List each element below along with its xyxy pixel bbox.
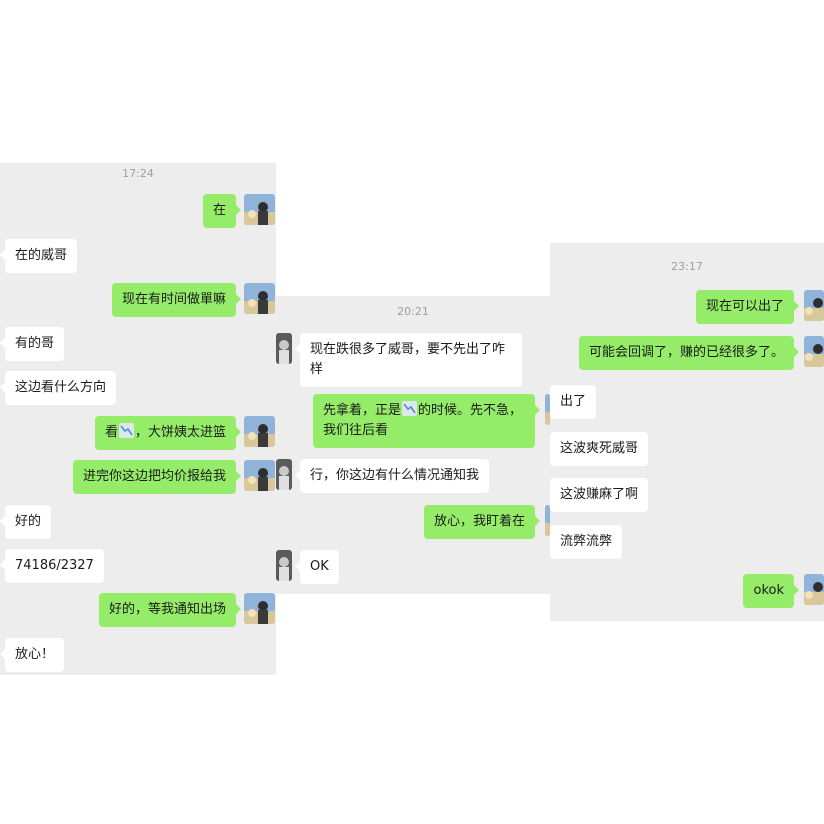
- message-incoming[interactable]: 这波爽死威哥: [550, 432, 649, 466]
- avatar-photo-icon[interactable]: [804, 290, 824, 321]
- message-incoming[interactable]: 这边看什么方向: [0, 371, 117, 405]
- message-incoming[interactable]: 这波赚麻了啊: [550, 478, 649, 512]
- message-outgoing[interactable]: 进完你这边把均价报给我: [72, 460, 242, 494]
- avatar-photo-icon[interactable]: [804, 336, 824, 367]
- avatar-photo-icon[interactable]: [244, 460, 275, 491]
- chat-screenshot-1: 17:24 在 在的威哥 现在有时间做單嘛 有的哥 这边看什么方向 看 ，大饼姨太…: [0, 163, 276, 675]
- message-outgoing[interactable]: 放心，我盯着在: [423, 505, 541, 539]
- message-incoming[interactable]: 出了: [550, 385, 597, 419]
- avatar-photo-icon[interactable]: [244, 194, 275, 225]
- message-incoming[interactable]: 有的哥: [0, 327, 65, 361]
- timestamp: 20:21: [397, 305, 429, 318]
- contact-photo-icon[interactable]: [276, 333, 292, 364]
- message-outgoing[interactable]: 现在可以出了: [695, 290, 800, 324]
- message-incoming[interactable]: 74186/2327: [0, 549, 104, 583]
- message-text: 的时候。先不急，我们往后看: [323, 403, 523, 438]
- avatar-photo-icon[interactable]: [545, 394, 550, 425]
- message-outgoing[interactable]: 看 ，大饼姨太进篮: [94, 416, 242, 450]
- message-outgoing[interactable]: 好的，等我通知出场: [98, 593, 242, 627]
- contact-photo-icon[interactable]: [276, 459, 292, 490]
- message-outgoing[interactable]: okok: [743, 574, 799, 608]
- message-incoming[interactable]: 在的威哥: [0, 239, 78, 273]
- chat-screenshot-2: 20:21 现在跌很多了威哥，要不先出了咋样 先拿着，正是的时候。先不急，我们往…: [276, 296, 550, 594]
- message-outgoing[interactable]: 现在有时间做單嘛: [111, 283, 242, 317]
- avatar-photo-icon[interactable]: [244, 593, 275, 624]
- message-text: 先拿着，正是: [323, 403, 402, 418]
- timestamp: 17:24: [122, 167, 154, 180]
- message-outgoing[interactable]: 在: [202, 194, 242, 228]
- message-incoming[interactable]: 行，你这边有什么情况通知我: [294, 459, 490, 493]
- chart-decreasing-icon: [118, 423, 134, 438]
- contact-photo-icon[interactable]: [276, 550, 292, 581]
- message-incoming[interactable]: OK: [295, 550, 339, 584]
- message-incoming[interactable]: 现在跌很多了威哥，要不先出了咋样: [295, 333, 522, 387]
- avatar-photo-icon[interactable]: [804, 574, 824, 605]
- avatar-photo-icon[interactable]: [244, 416, 275, 447]
- message-incoming[interactable]: 放心！: [0, 638, 65, 672]
- message-outgoing[interactable]: 可能会回调了，赚的已经很多了。: [578, 336, 800, 370]
- chart-decreasing-icon: [402, 401, 418, 416]
- message-incoming[interactable]: 流弊流弊: [550, 525, 623, 559]
- message-outgoing[interactable]: 先拿着，正是的时候。先不急，我们往后看: [313, 394, 540, 448]
- chat-screenshot-3: 23:17 现在可以出了 可能会回调了，赚的已经很多了。 出了 这波爽死威哥 这…: [550, 243, 824, 621]
- timestamp: 23:17: [671, 260, 703, 273]
- message-text: ，大饼姨太进篮: [134, 425, 226, 440]
- message-text: 看: [104, 425, 118, 440]
- avatar-photo-icon[interactable]: [244, 283, 275, 314]
- message-incoming[interactable]: 好的: [0, 505, 52, 539]
- avatar-photo-icon[interactable]: [545, 505, 550, 536]
